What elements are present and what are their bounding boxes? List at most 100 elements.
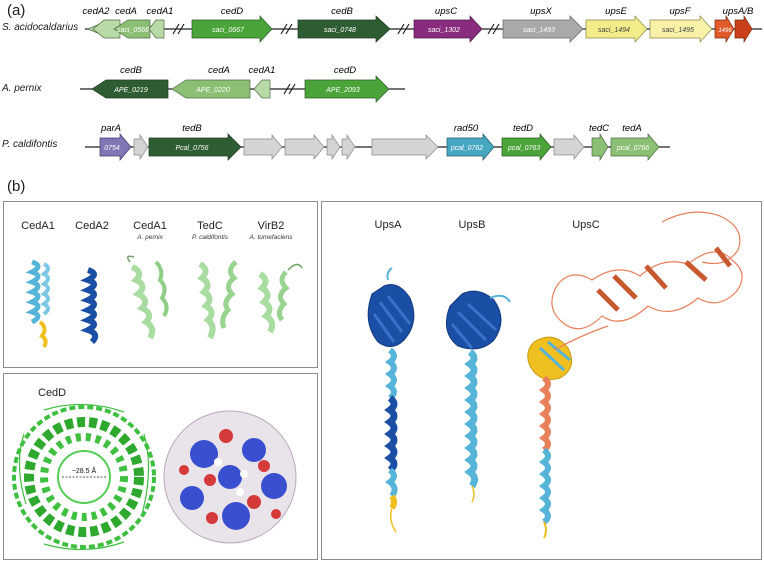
gene-arrow <box>191 15 273 43</box>
locus-label: Pcal_0756 <box>175 145 208 152</box>
gene-name: cedA <box>208 65 230 76</box>
gene-name: upsA/B <box>723 6 754 17</box>
upsb-structure <box>445 290 511 503</box>
gene-arrow <box>413 15 483 43</box>
upsc-structure <box>527 211 743 539</box>
gene-arrow <box>591 132 609 162</box>
gene-arrow <box>446 133 495 161</box>
locus-label: saci_1493 <box>523 27 555 34</box>
gene-name: cedD <box>334 65 356 76</box>
gene-name: tedD <box>513 123 533 134</box>
tedc-structure <box>197 260 238 340</box>
gene-name: upsC <box>435 6 457 17</box>
gene-arrow <box>284 134 325 160</box>
protein-title: CedA1 <box>133 220 167 232</box>
organism-name-s-acidocaldarius: S. acidocaldarius <box>2 22 79 33</box>
protein-title: UpsB <box>459 219 486 231</box>
virb2-structure <box>257 263 303 334</box>
gene-arrow <box>734 14 753 44</box>
panel-b-letter: (b) <box>7 178 26 195</box>
locus-label: 1496 <box>718 28 732 34</box>
locus-label: saci_0667 <box>212 27 245 34</box>
cedd-ring-structure: ~28.5 Å <box>12 403 156 551</box>
cedd-figure: CedD ~28.5 Å <box>12 387 297 551</box>
gene-arrow <box>148 133 242 161</box>
gene-name: cedA1 <box>249 65 276 76</box>
locus-label: APE_0220 <box>195 87 230 94</box>
protein-title: CedA2 <box>75 220 109 232</box>
locus-label: saci_0748 <box>324 27 356 34</box>
row-a-pernix <box>91 75 390 103</box>
gene-name: tedC <box>589 123 609 134</box>
locus-label: 0754 <box>104 145 120 152</box>
gene-name: upsX <box>530 6 552 17</box>
gene-name: upsE <box>605 6 627 17</box>
ceda1-apernix-structure <box>127 255 169 340</box>
protein-subtitle: A. pernix <box>136 234 163 241</box>
organism-name-p-caldifontis: P. caldifontis <box>2 139 58 150</box>
gene-arrow <box>649 15 713 43</box>
gene-name: cedD <box>221 6 243 17</box>
gene-map: cedA2 cedA cedA1 cedD cedB upsC upsX ups… <box>80 6 762 162</box>
gene-name: cedB <box>120 65 142 76</box>
cedd-title: CedD <box>38 387 66 399</box>
gene-name: parA <box>100 123 121 134</box>
gene-name: cedA1 <box>147 6 174 17</box>
gene-arrow <box>148 19 165 39</box>
gene-name: upsF <box>669 6 691 17</box>
row-s-acidocaldarius <box>87 14 753 44</box>
gene-arrow <box>99 133 132 161</box>
gene-arrow <box>502 15 584 43</box>
gene-arrow <box>243 134 283 160</box>
gene-arrow <box>714 14 735 44</box>
gene-arrow <box>171 79 251 99</box>
gene-arrow <box>610 133 660 161</box>
locus-label: saci_1495 <box>662 27 694 34</box>
pore-diameter-label: ~28.5 Å <box>72 466 97 475</box>
upsa-structure <box>367 267 415 533</box>
gene-name: cedA <box>115 6 137 17</box>
protein-subtitle: A. tumefaciens <box>249 234 294 241</box>
locus-label: saci_1494 <box>598 27 630 34</box>
ups-structures-figure: UpsA UpsB UpsC <box>367 211 743 539</box>
locus-label: saci_0568 <box>117 27 149 34</box>
pilin-structures-panel: CedA1 CedA2 CedA1 A. pernix TedC P. cald… <box>3 201 318 368</box>
gene-arrow <box>341 133 356 161</box>
gene-arrow <box>371 134 439 160</box>
pilin-structures-figure: CedA1 CedA2 CedA1 A. pernix TedC P. cald… <box>21 220 303 348</box>
gene-name: tedB <box>182 123 202 134</box>
gene-arrow <box>253 79 271 99</box>
gene-arrow <box>133 133 149 161</box>
cedd-electrostatic-surface <box>163 410 297 544</box>
organism-name-a-pernix: A. pernix <box>2 83 42 94</box>
gene-arrow <box>326 133 341 161</box>
protein-title: UpsC <box>572 219 600 231</box>
panel-a-letter: (a) <box>7 2 26 19</box>
protein-title: VirB2 <box>258 220 285 232</box>
locus-label: pcal_0763 <box>507 145 540 152</box>
locus-label: saci_1302 <box>428 27 460 34</box>
gene-arrow <box>297 15 391 43</box>
gene-arrow <box>113 19 151 39</box>
gene-arrow <box>304 75 390 103</box>
gene-name: tedA <box>622 123 642 134</box>
cedd-panel: CedD ~28.5 Å <box>3 373 318 560</box>
locus-label: APE_0219 <box>113 87 148 94</box>
locus-label: pcal_0762 <box>450 145 483 152</box>
gene-arrow <box>585 15 648 43</box>
locus-label: APE_2093 <box>325 87 360 94</box>
ups-proteins-panel: UpsA UpsB UpsC <box>321 201 762 560</box>
protein-title: UpsA <box>375 219 403 231</box>
protein-title: CedA1 <box>21 220 55 232</box>
protein-title: TedC <box>197 220 223 232</box>
gene-name: cedB <box>331 6 353 17</box>
gene-name: rad50 <box>454 123 479 134</box>
gene-arrow <box>501 133 552 161</box>
gene-arrow <box>91 79 169 99</box>
gene-arrow <box>92 19 121 39</box>
ceda2-structure <box>80 267 99 345</box>
row-p-caldifontis <box>99 132 660 162</box>
ceda1-structure <box>25 259 50 348</box>
gene-arrow <box>553 134 585 160</box>
locus-label: pcal_0766 <box>616 145 649 152</box>
